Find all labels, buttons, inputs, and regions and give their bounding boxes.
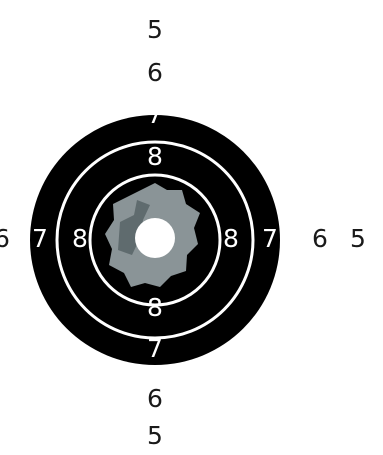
label-top-5: 5	[147, 15, 163, 44]
label-bottom-7: 7	[147, 334, 163, 363]
label-top-7: 7	[147, 100, 163, 129]
label-bottom-5: 5	[147, 421, 163, 450]
label-right-6: 6	[312, 224, 328, 253]
label-right-7: 7	[262, 224, 278, 253]
label-right-8: 8	[223, 224, 239, 253]
label-top-6: 6	[147, 58, 163, 87]
label-bottom-6: 6	[147, 384, 163, 413]
label-left-7: 7	[32, 224, 48, 253]
label-top-8: 8	[147, 142, 163, 171]
label-left-6: 6	[0, 224, 10, 253]
label-right-5: 5	[350, 224, 366, 253]
target-center	[135, 218, 175, 258]
label-left-8: 8	[72, 224, 88, 253]
label-bottom-8: 8	[147, 293, 163, 322]
